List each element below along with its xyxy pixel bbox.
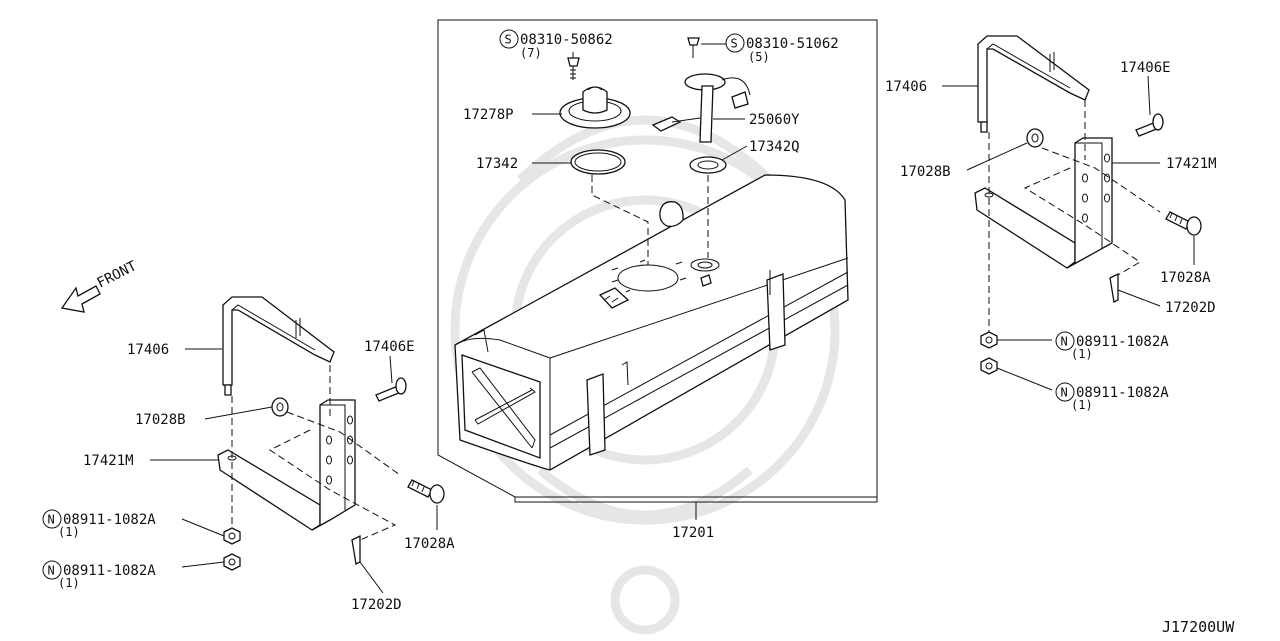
callout-sender-screw: 08310-50862 (520, 32, 613, 48)
fuel-tank (454, 174, 849, 471)
fuel-sender-unit (559, 86, 631, 129)
callout-left-bolt-b: 17028A (404, 536, 455, 552)
nut-symbol-right-lower: N (1055, 382, 1075, 402)
left-band-bolt (375, 377, 407, 402)
callout-right-band: 17406 (885, 79, 927, 95)
callout-gauge-screw-qty: (5) (748, 50, 770, 64)
right-nut-upper (980, 331, 998, 349)
callout-sender-unit: 17278P (463, 107, 514, 123)
right-tank-band (977, 35, 1090, 133)
nut-symbol-left-upper: N (42, 509, 62, 529)
callout-right-nut-2-qty: (1) (1071, 398, 1093, 412)
right-washer (1026, 128, 1044, 148)
nut-symbol-letter: N (48, 513, 55, 527)
callout-left-bracket: 17421M (83, 453, 134, 469)
callout-left-nut-1-qty: (1) (58, 525, 80, 539)
callout-right-bolt: 17406E (1120, 60, 1171, 76)
gauge-gasket-ring (689, 156, 727, 174)
callout-left-clip: 17202D (351, 597, 402, 613)
front-label: FRONT (95, 258, 140, 292)
callout-left-nut-2-qty: (1) (58, 576, 80, 590)
callout-gasket-left: 17342 (476, 156, 518, 172)
callout-gauge-screw: 08310-51062 (746, 36, 839, 52)
left-bracket-bolt (407, 479, 445, 504)
callout-right-washer: 17028B (900, 164, 951, 180)
right-clip (1109, 272, 1119, 303)
callout-fuel-tank: 17201 (672, 525, 714, 541)
left-nut-upper (223, 527, 241, 545)
nut-symbol-letter: N (1061, 335, 1068, 349)
right-nut-lower (980, 357, 998, 375)
callout-left-nut-2: 08911-1082A (63, 563, 156, 579)
left-assembly-line-d (269, 429, 397, 541)
sender-screw (567, 57, 580, 80)
left-washer (271, 397, 289, 417)
callout-left-washer: 17028B (135, 412, 186, 428)
callout-right-bracket: 17421M (1166, 156, 1217, 172)
screw-symbol-letter: S (505, 33, 512, 47)
callout-left-nut-1: 08911-1082A (63, 512, 156, 528)
watermark-emblem (450, 115, 840, 635)
nut-symbol-left-lower: N (42, 560, 62, 580)
left-nut-lower (223, 553, 241, 571)
right-bracket-bolt (1165, 211, 1202, 236)
callout-left-bolt: 17406E (364, 339, 415, 355)
nut-symbol-right-upper: N (1055, 331, 1075, 351)
left-assembly-line-c (286, 411, 401, 476)
right-assembly-line-c (1041, 147, 1161, 213)
callout-sender-screw-qty: (7) (520, 46, 542, 60)
callout-right-bolt-b: 17028A (1160, 270, 1211, 286)
fuel-gauge-unit (651, 73, 751, 143)
left-tank-band (222, 296, 335, 396)
callout-right-nut-1-qty: (1) (1071, 347, 1093, 361)
sender-gasket-ring (570, 149, 626, 175)
screw-symbol-sender: S (499, 29, 519, 49)
gauge-screw (687, 37, 700, 58)
callout-gauge-unit: 25060Y (749, 112, 800, 128)
nut-symbol-letter: N (48, 564, 55, 578)
left-clip (351, 534, 361, 565)
callout-right-clip: 17202D (1165, 300, 1216, 316)
screw-symbol-letter: S (731, 37, 738, 51)
nut-symbol-letter: N (1061, 386, 1068, 400)
sender-assembly-line (591, 175, 649, 265)
front-arrow-icon (60, 285, 101, 313)
callout-gasket-right: 17342Q (749, 139, 800, 155)
leader-lines (150, 43, 1195, 594)
callout-left-band: 17406 (127, 342, 169, 358)
diagram-code: J17200UW (1162, 618, 1235, 636)
tank-group-frame (437, 19, 878, 498)
callout-right-nut-2: 08911-1082A (1076, 385, 1169, 401)
right-band-bolt (1135, 113, 1164, 137)
screw-symbol-gauge: S (725, 33, 745, 53)
callout-right-nut-1: 08911-1082A (1076, 334, 1169, 350)
left-bracket (217, 399, 356, 531)
